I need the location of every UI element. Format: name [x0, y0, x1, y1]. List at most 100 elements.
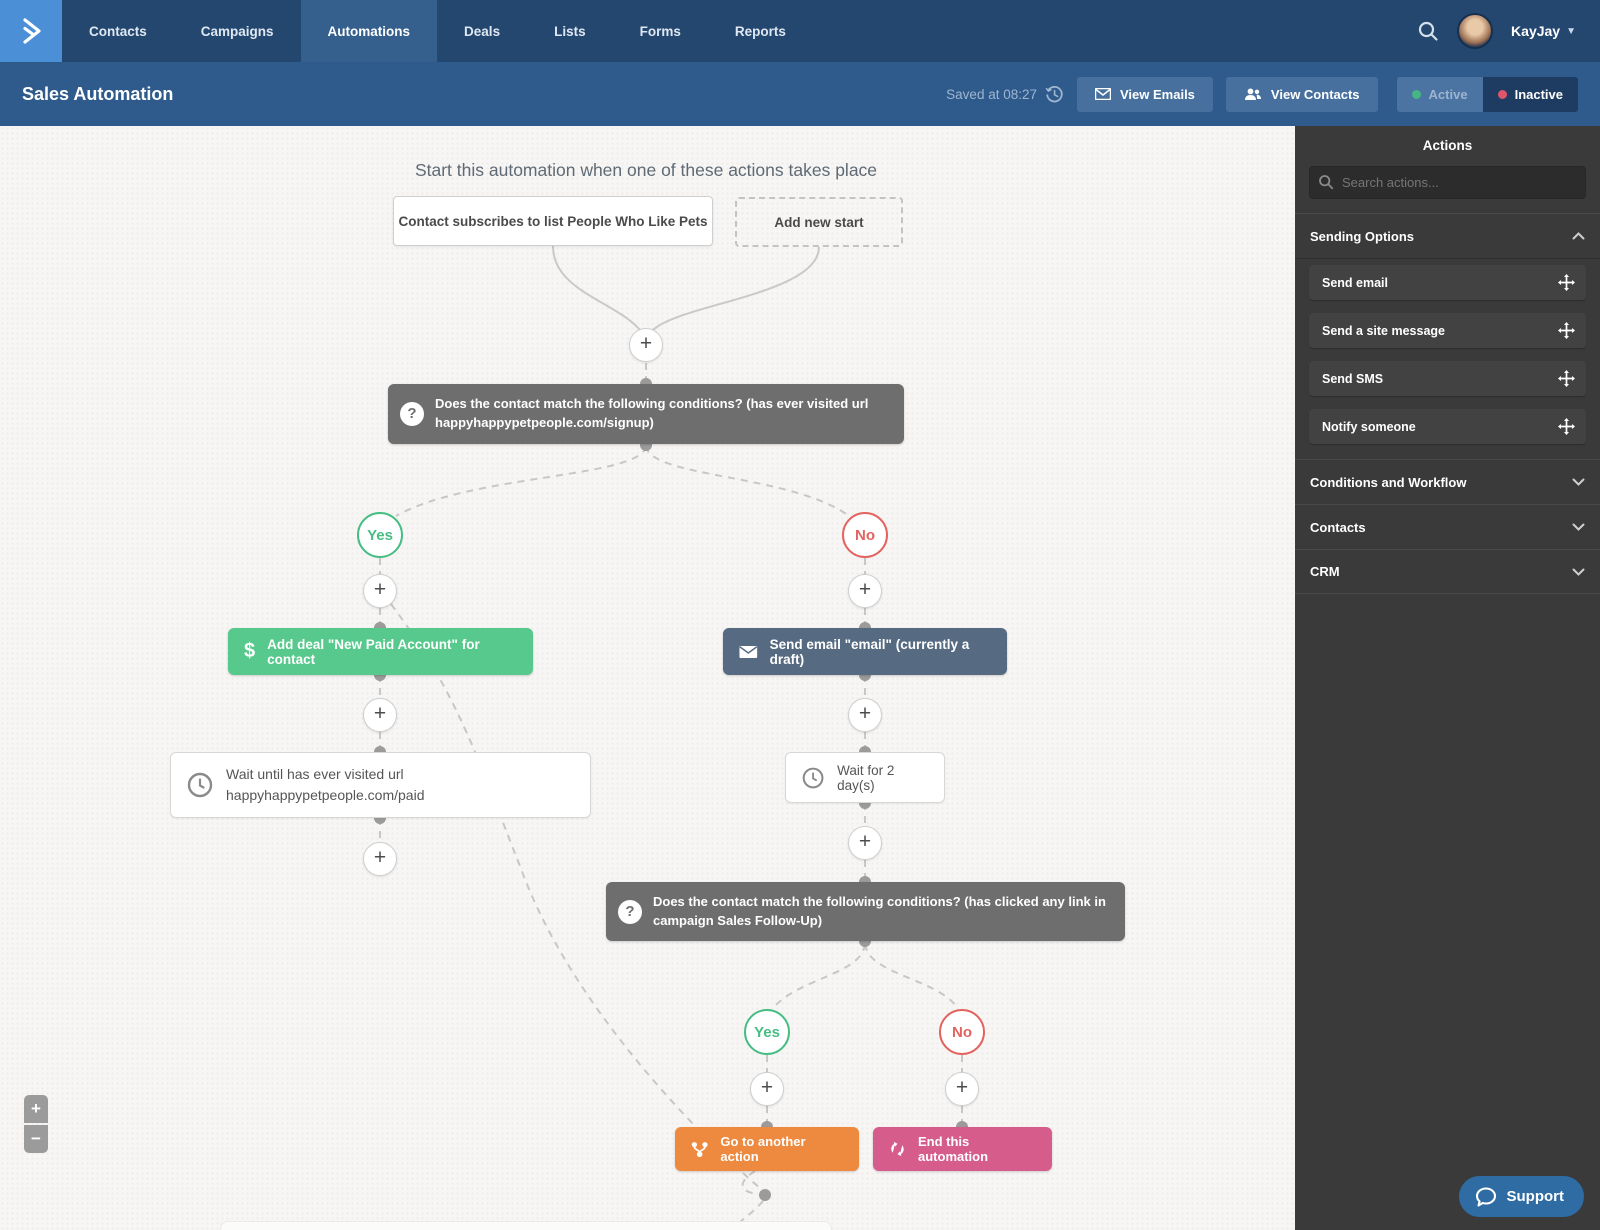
section-contacts[interactable]: Contacts [1295, 504, 1600, 549]
envelope-icon [1095, 88, 1111, 100]
section-sending-options[interactable]: Sending Options [1295, 213, 1600, 258]
action-label: Send a site message [1322, 323, 1445, 338]
condition-2-label: Does the contact match the following con… [653, 893, 1106, 928]
zoom-out-button[interactable]: − [24, 1125, 48, 1153]
contacts-icon [1244, 88, 1261, 100]
add-action-node[interactable]: + [848, 826, 882, 860]
nav-tab-automations[interactable]: Automations [300, 0, 438, 62]
wait-2-days-label: Wait for 2 day(s) [837, 762, 895, 793]
actions-sidebar: Actions Sending Options Send email [1295, 126, 1600, 1230]
section-conditions-workflow[interactable]: Conditions and Workflow [1295, 459, 1600, 504]
automation-header: Sales Automation Saved at 08:27 View Ema… [0, 62, 1600, 126]
sending-options-items: Send email Send a site message Send SMS [1295, 258, 1600, 459]
action-send-sms[interactable]: Send SMS [1309, 361, 1586, 396]
action-label: Send SMS [1322, 371, 1384, 386]
add-action-node[interactable]: + [629, 328, 663, 362]
condition-node-1[interactable]: ? Does the contact match the following c… [388, 384, 904, 444]
add-action-node[interactable]: + [848, 574, 882, 608]
zoom-in-button[interactable]: + [24, 1095, 48, 1123]
condition-1-label: Does the contact match the following con… [435, 396, 869, 430]
chat-bubble-icon [1475, 1186, 1496, 1207]
add-action-node[interactable]: + [750, 1072, 784, 1106]
top-nav: Contacts Campaigns Automations Deals Lis… [0, 0, 1600, 62]
dollar-icon: $ [244, 640, 256, 662]
end-cycle-icon [891, 1141, 904, 1157]
active-dot-icon [1411, 89, 1421, 99]
chevron-down-icon [1572, 523, 1585, 531]
drag-move-icon[interactable] [1558, 418, 1575, 435]
clock-icon [187, 772, 213, 798]
status-active-option[interactable]: Active [1396, 76, 1483, 112]
header-actions: Saved at 08:27 View Emails [946, 76, 1578, 112]
active-label: Active [1428, 86, 1468, 102]
action-send-email[interactable]: Send email [1309, 265, 1586, 300]
question-icon: ? [400, 402, 424, 426]
search-icon[interactable] [1417, 20, 1439, 42]
envelope-icon [739, 645, 758, 658]
start-prompt: Start this automation when one of these … [414, 160, 878, 180]
add-action-node[interactable]: + [363, 698, 397, 732]
inactive-label: Inactive [1514, 86, 1563, 102]
nav-tab-campaigns[interactable]: Campaigns [200, 23, 274, 39]
goto-action-node[interactable]: Go to another action [675, 1127, 859, 1171]
nav-tabs: Contacts Campaigns Automations Deals Lis… [62, 0, 813, 62]
saved-status: Saved at 08:27 [946, 85, 1064, 104]
wait-until-node[interactable]: Wait until has ever visited url happyhap… [170, 752, 591, 818]
question-icon: ? [618, 899, 642, 924]
activecampaign-logo[interactable] [0, 0, 62, 62]
sending-options-label: Sending Options [1310, 228, 1414, 244]
canvas-zoom-controls: + − [24, 1095, 48, 1153]
nav-tab-reports[interactable]: Reports [734, 23, 786, 39]
nav-tab-deals[interactable]: Deals [464, 23, 501, 39]
add-new-start-node[interactable]: Add new start [735, 197, 903, 247]
page-title: Sales Automation [22, 83, 174, 104]
user-avatar[interactable] [1457, 13, 1494, 49]
drag-move-icon[interactable] [1558, 370, 1575, 387]
nav-tab-contacts[interactable]: Contacts [89, 23, 147, 39]
support-label: Support [1506, 1188, 1565, 1205]
search-actions-input[interactable] [1309, 166, 1586, 199]
condition-node-2[interactable]: ? Does the contact match the following c… [606, 882, 1125, 941]
sidebar-title: Actions [1422, 138, 1473, 153]
user-name: KayJay [1511, 23, 1561, 39]
start-trigger-label: Contact subscribes to list People Who Li… [398, 213, 708, 229]
automation-canvas[interactable]: Start this automation when one of these … [0, 126, 1295, 1230]
view-contacts-label: View Contacts [1270, 86, 1360, 102]
crm-group-label: CRM [1310, 564, 1340, 579]
no-branch-1: No [842, 512, 888, 558]
section-crm[interactable]: CRM [1295, 549, 1600, 594]
drag-move-icon[interactable] [1558, 274, 1575, 291]
history-icon[interactable] [1045, 85, 1064, 104]
send-email-node[interactable]: Send email "email" (currently a draft) [723, 628, 1007, 675]
yes-branch-2: Yes [744, 1009, 790, 1055]
view-emails-button[interactable]: View Emails [1077, 76, 1213, 112]
no-branch-2: No [939, 1009, 985, 1055]
add-deal-label: Add deal "New Paid Account" for contact [267, 636, 480, 667]
end-automation-node[interactable]: End this automation [873, 1127, 1052, 1171]
nav-tab-forms[interactable]: Forms [639, 23, 681, 39]
view-contacts-button[interactable]: View Contacts [1225, 76, 1378, 112]
add-action-node[interactable]: + [363, 574, 397, 608]
nav-tab-lists[interactable]: Lists [554, 23, 586, 39]
drag-move-icon[interactable] [1558, 322, 1575, 339]
wait-until-label: Wait until has ever visited url happyhap… [226, 766, 425, 803]
chevron-up-icon [1572, 232, 1585, 240]
contacts-group-label: Contacts [1310, 519, 1366, 535]
status-inactive-option[interactable]: Inactive [1482, 76, 1578, 112]
add-action-node[interactable]: + [363, 842, 397, 876]
action-notify-someone[interactable]: Notify someone [1309, 409, 1586, 444]
action-label: Send email [1322, 275, 1388, 290]
add-action-node[interactable]: + [945, 1072, 979, 1106]
support-button[interactable]: Support [1458, 1176, 1584, 1217]
wait-2-days-node[interactable]: Wait for 2 day(s) [785, 752, 945, 803]
add-action-node[interactable]: + [848, 698, 882, 732]
action-send-site-message[interactable]: Send a site message [1309, 313, 1586, 348]
goto-action-label: Go to another action [720, 1134, 806, 1164]
add-deal-node[interactable]: $ Add deal "New Paid Account" for contac… [228, 628, 533, 675]
offscreen-node-hint [220, 1221, 832, 1230]
user-menu[interactable]: KayJay ▼ [1511, 23, 1576, 39]
yes-branch-1: Yes [357, 512, 403, 558]
start-trigger-node[interactable]: Contact subscribes to list People Who Li… [393, 196, 713, 246]
nav-right: KayJay ▼ [1417, 0, 1600, 62]
